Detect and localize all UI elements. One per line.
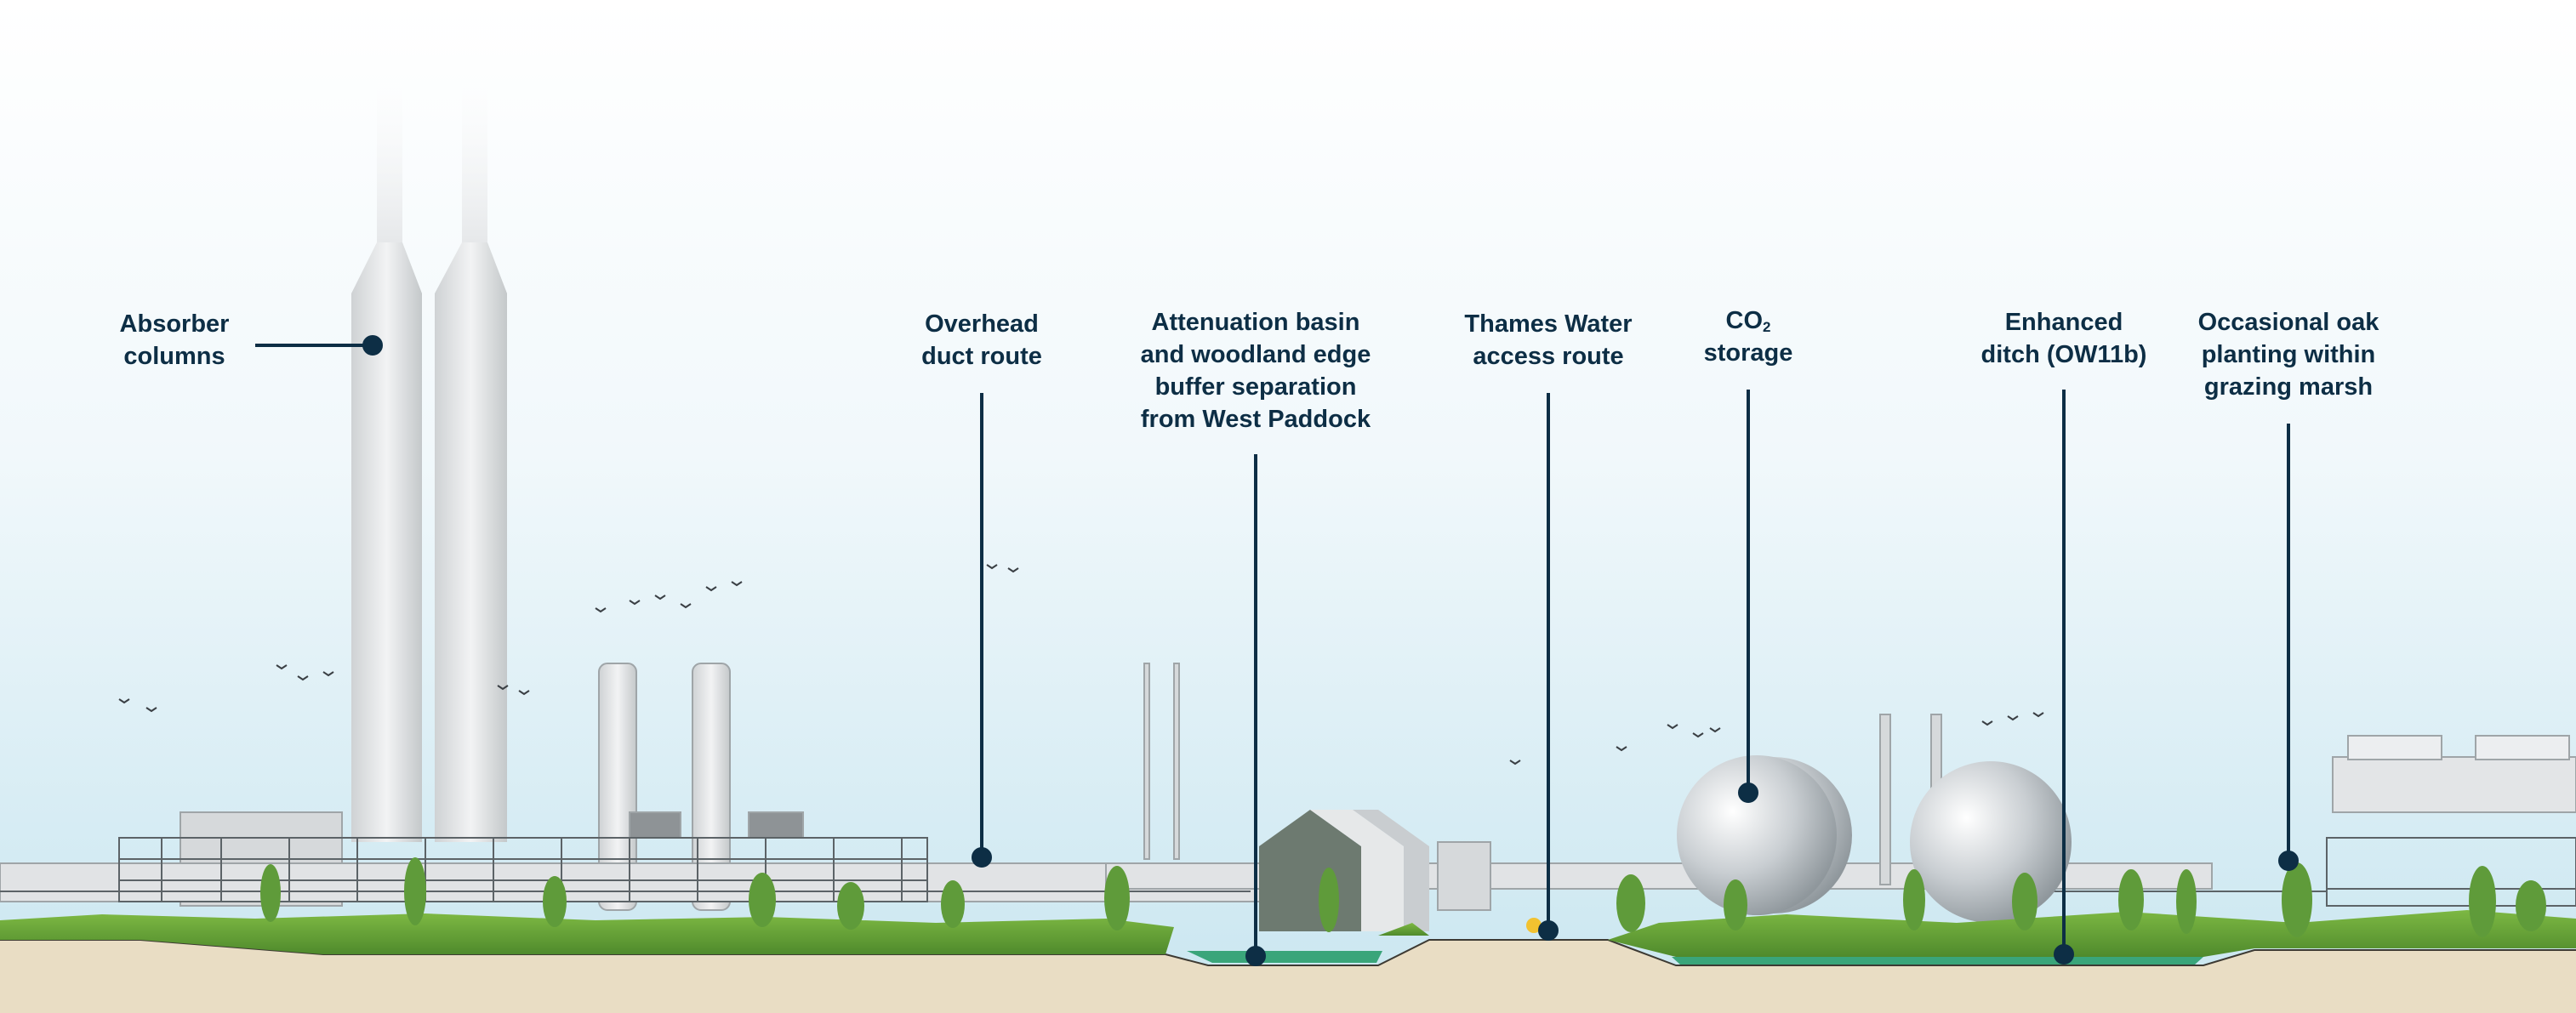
label-line: Occasional oak: [2197, 309, 2379, 336]
label-line: Absorber: [119, 310, 230, 338]
absorber-columns-structure: [351, 72, 507, 842]
leader-lines: [255, 335, 2299, 966]
label-line: duct route: [921, 343, 1042, 370]
ground-section: [0, 939, 2576, 1013]
label-line: planting within: [2201, 341, 2376, 368]
label-line: grazing marsh: [2203, 373, 2374, 401]
label-line: access route: [1473, 343, 1624, 370]
label-line: columns: [123, 343, 225, 370]
label-line: buffer separation: [1154, 373, 1357, 401]
attenuation-basin-water: [1187, 951, 1382, 963]
label-line: Enhanced: [2004, 309, 2123, 336]
label-line: Overhead: [925, 310, 1039, 338]
co2-prefix: CO: [1725, 307, 1764, 334]
label-line: Thames Water: [1464, 310, 1633, 338]
co2-subscript: 2: [1763, 319, 1771, 335]
label-line: CO2: [1672, 304, 1825, 337]
label-line: and woodland edge: [1140, 341, 1371, 368]
label-absorber-columns: Absorber columns: [89, 308, 259, 373]
trees: [260, 857, 2546, 937]
grass-and-hedges: [0, 910, 2576, 957]
ditch-water: [1672, 957, 2203, 965]
label-overhead-duct-route: Overhead duct route: [897, 308, 1067, 373]
thames-water-access-marker: [1526, 918, 1542, 933]
label-enhanced-ditch: Enhanced ditch (OW11b): [1962, 306, 2166, 371]
pipe-rack-frame: [0, 837, 2576, 907]
birds: [118, 564, 2044, 765]
label-line: Attenuation basin: [1151, 309, 1360, 336]
label-thames-water-access: Thames Water access route: [1438, 308, 1659, 373]
label-line: from West Paddock: [1140, 406, 1371, 433]
label-line: ditch (OW11b): [1980, 341, 2147, 368]
label-co2-storage: CO2 storage: [1672, 304, 1825, 369]
label-line: storage: [1703, 339, 1793, 367]
label-attenuation-basin: Attenuation basin and woodland edge buff…: [1111, 306, 1400, 435]
label-occasional-oak: Occasional oak planting within grazing m…: [2169, 306, 2408, 403]
